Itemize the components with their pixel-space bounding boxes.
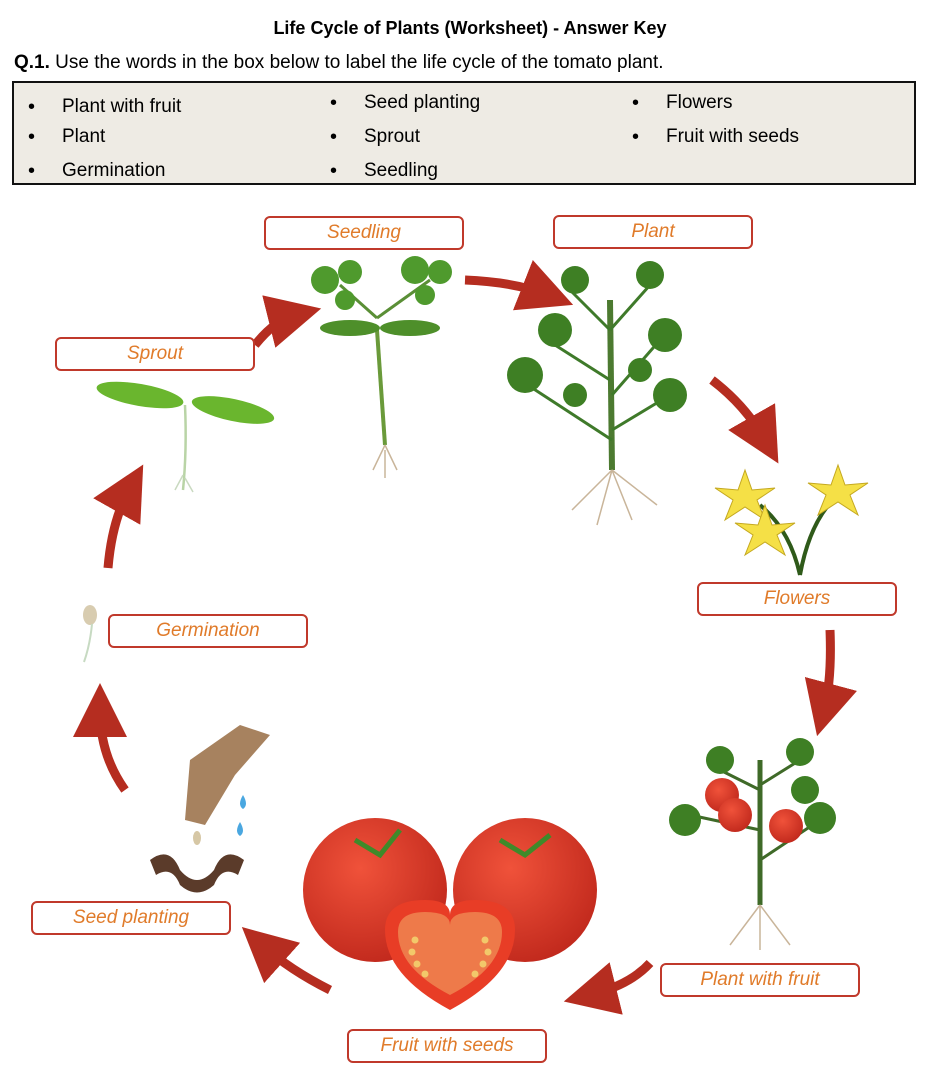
- word-column-2: Seed planting Sprout Seedling: [316, 89, 480, 191]
- arrow-sprout-to-seedling: [251, 295, 322, 348]
- word-item: Seedling: [316, 157, 480, 191]
- label-seedling: Seedling: [264, 216, 464, 250]
- word-item: Fruit with seeds: [618, 123, 799, 157]
- label-fruit-with-seeds: Fruit with seeds: [347, 1029, 547, 1063]
- flowers-illustration: [714, 463, 869, 576]
- germination-illustration: [83, 605, 97, 663]
- question-1: Q.1. Use the words in the box below to l…: [14, 52, 664, 74]
- label-plant-with-fruit: Plant with fruit: [660, 963, 860, 997]
- word-column-3: Flowers Fruit with seeds: [618, 89, 799, 157]
- question-text: Use the words in the box below to label …: [49, 52, 664, 73]
- word-column-1: Plant with fruit Plant Germination: [14, 89, 181, 191]
- word-item: Seed planting: [316, 89, 480, 123]
- worksheet-title: Life Cycle of Plants (Worksheet) - Answe…: [273, 18, 667, 38]
- plant-with-fruit-illustration: [669, 738, 836, 950]
- arrow-seedling-to-plant: [464, 259, 574, 311]
- label-flowers: Flowers: [697, 582, 897, 616]
- word-item: Plant with fruit: [14, 93, 181, 127]
- fruit-with-seeds-illustration: [303, 818, 597, 1010]
- sprout-illustration: [96, 381, 275, 493]
- word-item: Plant: [14, 123, 181, 157]
- arrow-fruit-to-seed-planting: [241, 927, 333, 995]
- seed-planting-illustration: [150, 725, 270, 893]
- question-number: Q.1.: [14, 52, 50, 73]
- label-sprout: Sprout: [55, 337, 255, 371]
- arrow-plant-with-fruit-to-fruit: [563, 959, 654, 1015]
- label-seed-planting: Seed planting: [31, 901, 231, 935]
- label-germination: Germination: [108, 614, 308, 648]
- word-item: Sprout: [316, 123, 480, 157]
- word-item: Germination: [14, 157, 181, 191]
- label-plant: Plant: [553, 215, 753, 249]
- arrow-germination-to-sprout: [93, 464, 144, 569]
- arrow-seed-planting-to-germination: [73, 683, 129, 793]
- arrow-flowers-to-plant-with-fruit: [804, 629, 858, 737]
- arrow-plant-to-flowers: [709, 376, 779, 464]
- word-box: Plant with fruit Plant Germination Seed …: [12, 81, 916, 185]
- seedling-illustration: [311, 256, 452, 478]
- plant-illustration: [507, 261, 687, 526]
- word-item: Flowers: [618, 89, 799, 123]
